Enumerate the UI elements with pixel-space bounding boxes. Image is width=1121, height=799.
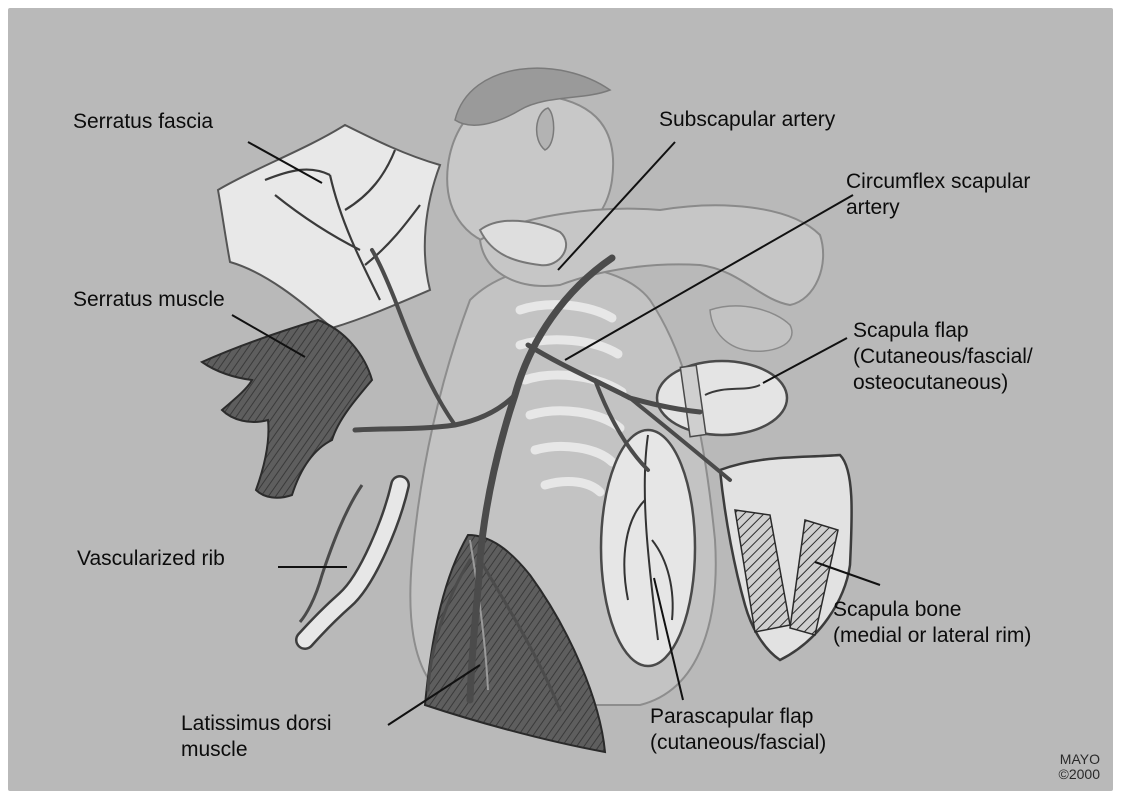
credit-line2: ©2000: [1040, 767, 1100, 782]
scapula-flap-tissue: [657, 361, 787, 437]
label-latissimus-line2: muscle: [181, 737, 248, 762]
label-vascularized-rib: Vascularized rib: [77, 546, 225, 571]
label-scapula-flap-line2: (Cutaneous/fascial/: [853, 344, 1033, 369]
label-scapula-flap-line1: Scapula flap: [853, 318, 969, 343]
label-scapula-flap-line3: osteocutaneous): [853, 370, 1008, 395]
label-latissimus-line1: Latissimus dorsi: [181, 711, 332, 736]
vascularized-rib-tissue: [300, 485, 400, 640]
label-circumflex-line1: Circumflex scapular: [846, 169, 1030, 194]
label-serratus-muscle: Serratus muscle: [73, 287, 225, 312]
credit-mayo: MAYO ©2000: [1040, 752, 1100, 782]
serratus-fascia-tissue: [218, 125, 440, 328]
parascapular-flap-tissue: [601, 430, 695, 666]
credit-line1: MAYO: [1040, 752, 1100, 767]
scapula-bone-tissue: [720, 455, 852, 660]
label-parascapular-line2: (cutaneous/fascial): [650, 730, 826, 755]
label-circumflex-line2: artery: [846, 195, 900, 220]
label-subscapular-artery: Subscapular artery: [659, 107, 835, 132]
label-scapula-bone-line2: (medial or lateral rim): [833, 623, 1031, 648]
label-serratus-fascia: Serratus fascia: [73, 109, 213, 134]
label-scapula-bone-line1: Scapula bone: [833, 597, 961, 622]
label-parascapular-line1: Parascapular flap: [650, 704, 813, 729]
